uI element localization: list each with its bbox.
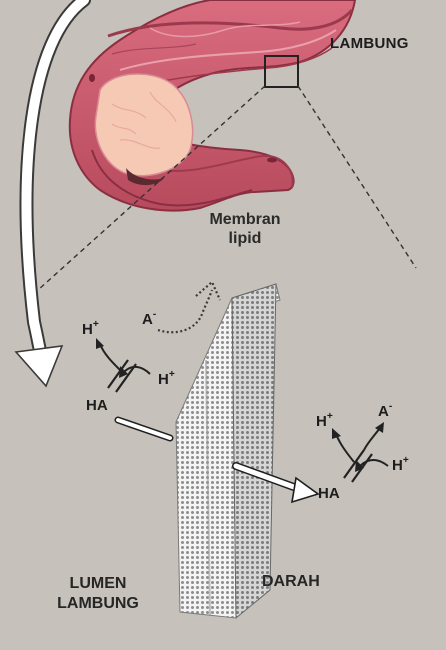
membrane-caption-line1: Membran (200, 212, 290, 228)
stomach-lining-mass (95, 74, 192, 176)
lumen-label: LUMEN LAMBUNG (40, 576, 156, 612)
left-anion-label: A- (142, 312, 156, 327)
right-acid-label: HA (318, 486, 340, 501)
right-proton-label: H+ (316, 414, 333, 429)
left-proton-2-label: H+ (158, 372, 175, 387)
blood-label: DARAH (262, 574, 320, 590)
stomach-pore (89, 74, 95, 82)
organ-label: LAMBUNG (330, 36, 409, 51)
stomach-tail-spot (267, 158, 277, 163)
left-proton-label: H+ (82, 322, 99, 337)
lumen-label-line1: LUMEN (40, 576, 156, 592)
membrane-caption-line2: lipid (200, 231, 290, 247)
right-anion-label: A- (378, 404, 392, 419)
membrane-side-shade (232, 284, 276, 618)
right-proton-2-label: H+ (392, 458, 409, 473)
lumen-label-line2: LAMBUNG (40, 596, 156, 612)
membrane-caption: Membran lipid (200, 212, 290, 247)
left-acid-label: HA (86, 398, 108, 413)
